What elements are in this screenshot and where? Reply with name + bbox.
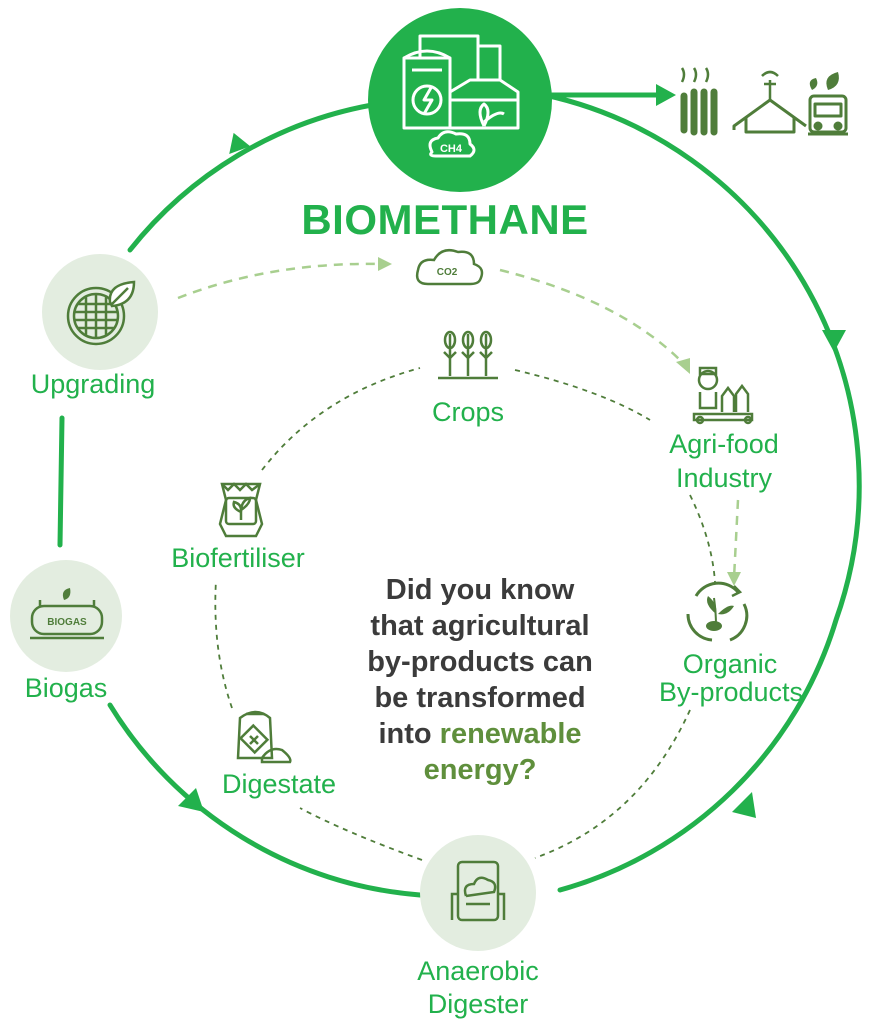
hub-gas-label: CH4 [440,143,463,155]
end-uses [680,67,848,136]
label-biogas: Biogas [24,673,108,703]
arrowhead-end-uses [656,84,676,106]
arc-upgrading-to-biomethane [127,102,375,253]
co2-flow-arrowheads [378,257,741,586]
co2-flow [177,262,740,579]
label-digestate: Digestate [221,769,337,799]
question-line5-prefix: into [378,718,440,750]
co2-label: CO2 [437,267,458,278]
dash-upgrading-to-co2 [177,262,381,300]
arc-biomethane-to-digester [542,92,862,893]
label-agrifood-line2: Industry [675,463,773,493]
arc-digester-to-biogas [107,702,423,898]
label-agrifood-line1: Agri-food [669,429,779,459]
diagram-title: BIOMETHANE [301,196,589,243]
question-line2: that agricultural [370,610,590,642]
dash-agrifood-to-organic [732,499,740,579]
question-line5: into renewable [330,716,630,752]
house-icon [732,70,807,134]
radiator-icon [680,67,718,136]
arrowhead-to-co2 [378,257,392,271]
arrowhead-right-upper [822,330,846,352]
dash-agrifood-to-organic-inner [689,494,716,583]
arrowhead-left-lower [178,788,204,812]
co2-cloud-icon [415,249,484,286]
arrowhead-left-upper [229,132,251,154]
digester-circle [420,835,536,951]
dash-biofertiliser-to-crops [261,367,421,471]
dash-co2-to-agrifood [499,268,683,363]
label-biofertiliser: Biofertiliser [171,543,305,573]
label-anaerobic-line1: Anaerobic [417,956,539,986]
question-line4: be transformed [374,682,586,714]
bus-icon [808,72,848,136]
biomethane-hub: CH4 [368,8,552,192]
arc-biogas-to-upgrading [57,415,65,548]
digestate-bag-icon [236,710,292,764]
label-organic-line1: Organic [682,649,778,679]
digester-icon [450,860,506,922]
biogas-plant-icon [402,34,520,158]
question-line6-suffix: ? [518,754,537,786]
upgrading-node [42,254,158,370]
biogas-tank-text: BIOGAS [47,617,87,628]
wheat-icon [438,330,498,380]
biogas-circle [10,560,122,672]
question-line3: by-products can [367,646,593,678]
fertiliser-bag-icon [218,482,264,538]
dash-organic-to-digester [534,709,691,859]
outer-cycle [57,92,862,898]
inner-cycle [214,367,716,861]
factory-icon [692,366,754,425]
arrowhead-to-organic [727,572,741,586]
arrowhead-to-agrifood [676,358,690,374]
dash-crops-to-agrifood [514,369,651,421]
question-highlight-renewable: renewable [439,718,582,750]
biogas-node: BIOGAS [10,560,122,672]
question-line1: Did you know [385,574,575,606]
digester-node [420,835,536,951]
grill-leaf-icon [66,280,136,346]
recycle-icon [686,581,749,642]
label-anaerobic-line2: Digester [427,989,529,1019]
outer-arrowheads [178,132,846,818]
label-crops: Crops [431,397,505,427]
question-highlight-energy: energy [423,754,519,786]
dash-digester-to-digestate [299,807,423,861]
question-text: Did you know that agricultural by-produc… [330,572,630,788]
question-line6: energy? [330,752,630,788]
arrowhead-right-lower [732,792,756,818]
label-organic-line2: By-products [658,677,804,707]
dash-digestate-to-biofertiliser [214,579,233,709]
biogas-tank-icon [30,588,104,640]
label-upgrading: Upgrading [30,369,156,399]
